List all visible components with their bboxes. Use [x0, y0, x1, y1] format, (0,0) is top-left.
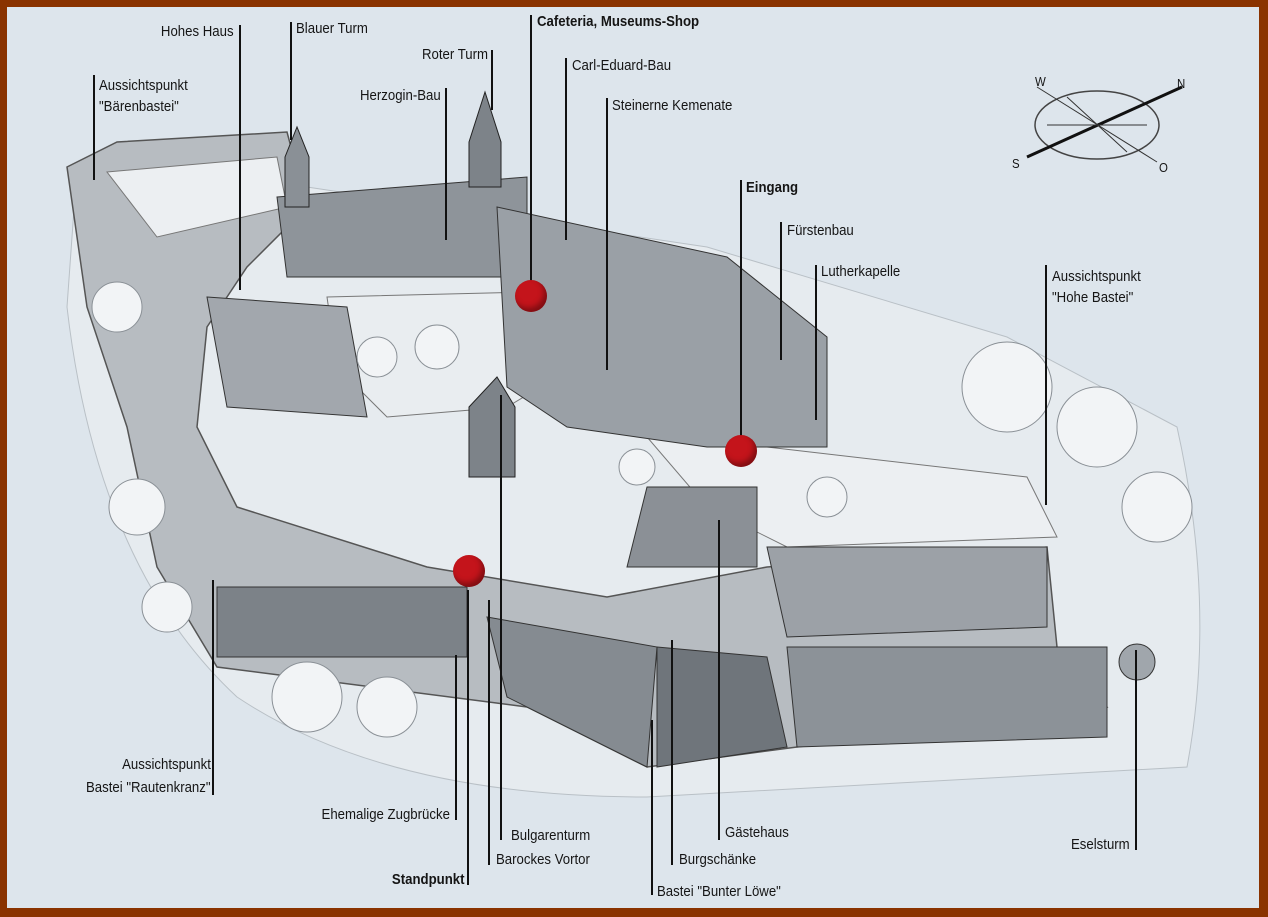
label-eingang: Eingang: [746, 179, 799, 196]
label-bulgarenturm: Bulgarenturm: [511, 827, 591, 844]
leader-line: [93, 75, 95, 180]
leader-line: [530, 15, 532, 290]
label-carl-eduard-bau: Carl-Eduard-Bau: [572, 57, 672, 74]
leader-line: [565, 58, 567, 240]
label-gaestehaus: Gästehaus: [725, 824, 789, 841]
leader-line: [1045, 265, 1047, 505]
label-zugbruecke: Ehemalige Zugbrücke: [321, 806, 450, 823]
leader-line: [239, 25, 241, 290]
leader-line: [491, 50, 493, 110]
compass-rose-icon: [1026, 85, 1183, 163]
label-lutherkapelle: Lutherkapelle: [821, 263, 901, 280]
label-rautenkranz-2: Bastei "Rautenkranz": [86, 779, 211, 796]
leader-line: [455, 655, 457, 820]
leader-line: [740, 180, 742, 450]
label-herzogin-bau: Herzogin-Bau: [360, 87, 441, 104]
leader-line: [815, 265, 817, 420]
leader-line: [651, 720, 653, 895]
leader-line: [467, 590, 469, 885]
leader-line: [488, 600, 490, 865]
label-bunter-loewe: Bastei "Bunter Löwe": [657, 883, 781, 900]
leader-line: [212, 580, 214, 795]
leader-line: [290, 22, 292, 140]
leader-line: [718, 520, 720, 840]
label-eselsturm: Eselsturm: [1071, 836, 1130, 853]
label-blauer-turm: Blauer Turm: [296, 20, 368, 37]
label-barockes-vortor: Barockes Vortor: [496, 851, 590, 868]
label-burgschaenke: Burgschänke: [679, 851, 757, 868]
label-rautenkranz-1: Aussichtspunkt: [122, 756, 211, 773]
leader-line: [780, 222, 782, 360]
leader-line: [500, 395, 502, 840]
castle-illustration: [66, 85, 1201, 798]
label-roter-turm: Roter Turm: [421, 46, 488, 63]
compass-o: O: [1159, 160, 1168, 175]
leader-line: [1135, 650, 1137, 850]
compass-w: W: [1035, 74, 1046, 89]
compass-s: S: [1012, 156, 1020, 171]
label-baerenbastei-2: "Bärenbastei": [99, 98, 179, 115]
label-baerenbastei-1: Aussichtspunkt: [99, 77, 188, 94]
marker-standpunkt[interactable]: [453, 555, 485, 587]
leader-line: [606, 98, 608, 370]
leader-line: [671, 640, 673, 865]
marker-cafeteria[interactable]: [515, 280, 547, 312]
label-standpunkt: Standpunkt: [391, 871, 464, 888]
leader-line: [445, 88, 447, 240]
marker-eingang[interactable]: [725, 435, 757, 467]
compass-n: N: [1177, 76, 1186, 91]
label-hohes-haus: Hohes Haus: [161, 23, 234, 40]
label-fuerstenbau: Fürstenbau: [787, 222, 854, 239]
label-cafeteria: Cafeteria, Museums-Shop: [537, 13, 700, 30]
label-steinerne-kemenate: Steinerne Kemenate: [612, 97, 733, 114]
label-hohe-bastei-2: "Hohe Bastei": [1052, 289, 1134, 306]
castle-map-board: W N S O Hohes Haus Blauer Turm Roter Tur…: [7, 7, 1259, 908]
label-hohe-bastei-1: Aussichtspunkt: [1052, 268, 1141, 285]
